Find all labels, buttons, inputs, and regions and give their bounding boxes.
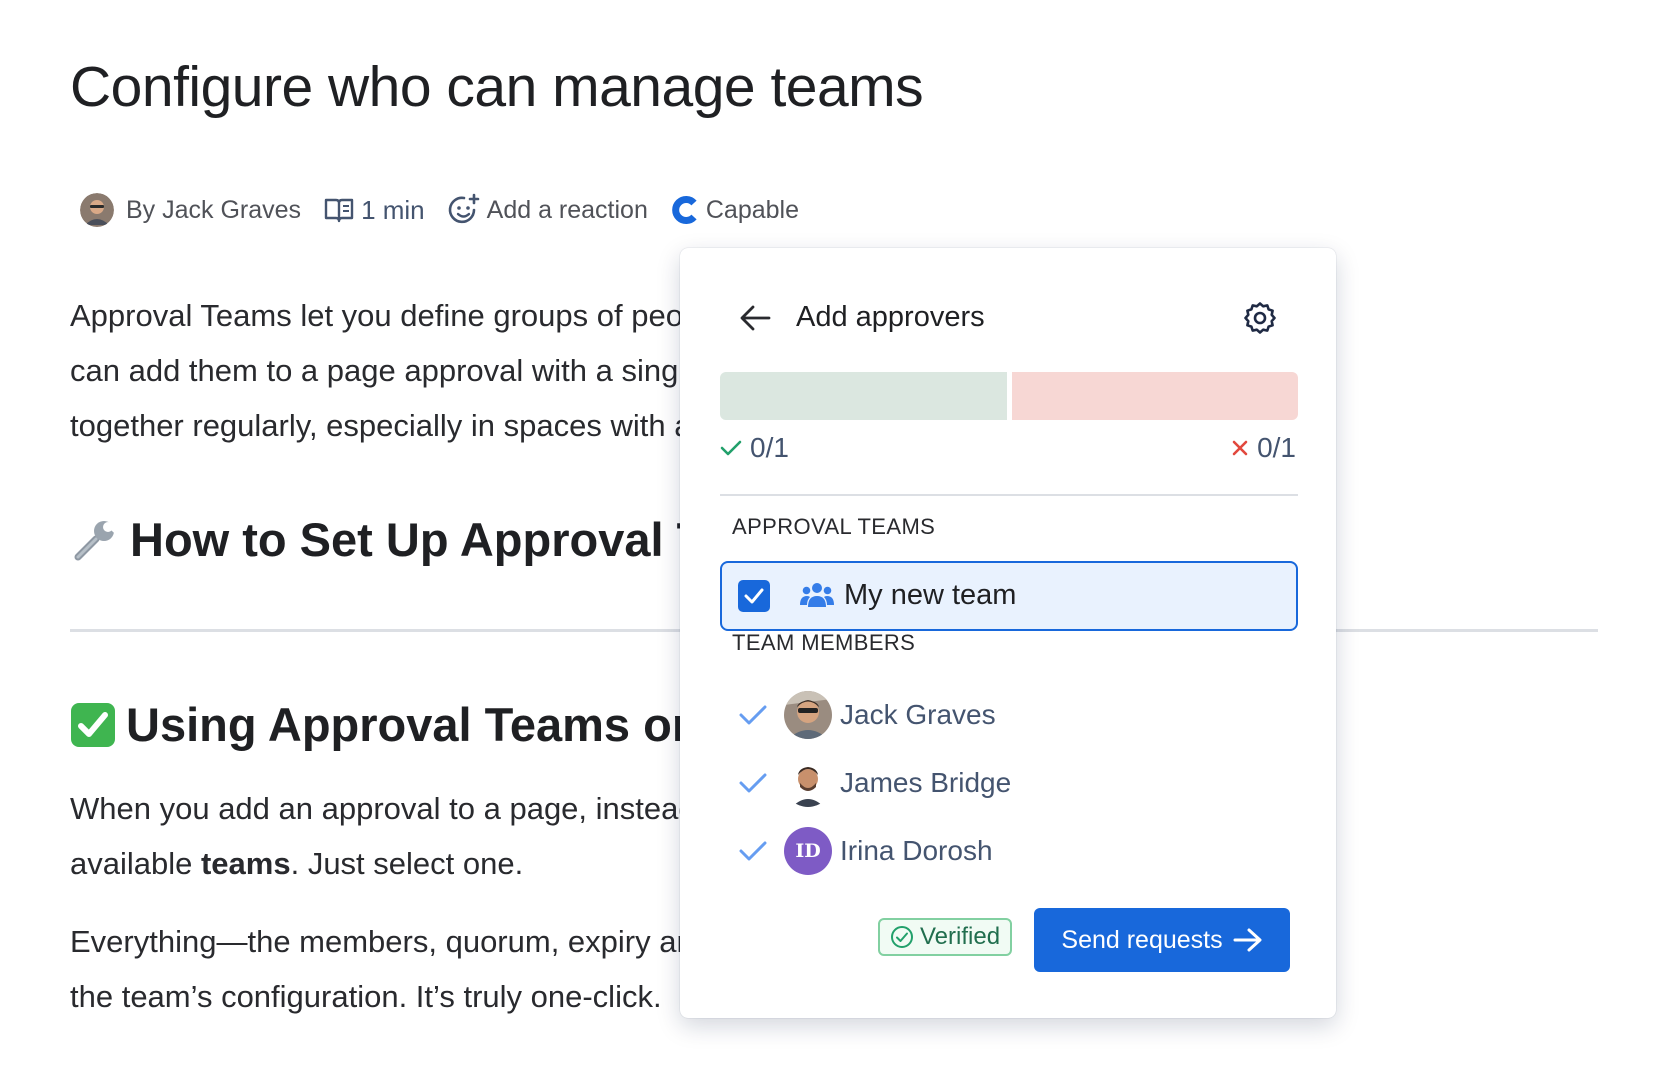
capable-logo-icon [672, 196, 697, 224]
author[interactable]: By Jack Graves [126, 196, 301, 225]
gear-icon [1244, 302, 1276, 334]
check-icon [738, 704, 772, 726]
member-name: James Bridge [840, 767, 1012, 798]
member-avatar [784, 759, 832, 807]
close-icon [1232, 440, 1248, 456]
team-members-label: TEAM MEMBERS [732, 630, 916, 655]
member-name: Jack Graves [840, 699, 996, 730]
byline: By Jack Graves 1 min Add a reaction Capa… [80, 188, 821, 232]
teams-bold: teams [200, 846, 291, 881]
rejected-count: 0/1 [1231, 432, 1296, 464]
page-title: Configure who can manage teams [70, 55, 924, 119]
team-member: ID Irina Dorosh [738, 825, 1278, 877]
popup-divider [720, 494, 1298, 496]
rejected-count-text: 0/1 [1257, 432, 1296, 463]
verified-label: Verified [920, 923, 1001, 950]
approval-progress-bar [720, 372, 1298, 420]
approval-teams-label: APPROVAL TEAMS [732, 514, 936, 539]
team-member: James Bridge [738, 757, 1278, 809]
book-icon [324, 198, 354, 223]
team-member: Jack Graves [738, 689, 1278, 741]
check-icon [738, 772, 772, 794]
reject-progress-segment [1011, 372, 1298, 420]
arrow-right-icon [1233, 928, 1262, 952]
author-name: By Jack Graves [126, 195, 302, 224]
using-line-2-before: available [70, 846, 201, 881]
approve-progress-segment [720, 372, 1007, 420]
checkmark-icon [744, 588, 764, 604]
using-line-2: available teams. Just select one. [70, 836, 1590, 891]
member-name: Irina Dorosh [840, 835, 993, 866]
read-time: 1 min [323, 195, 425, 226]
approved-count: 0/1 [720, 432, 789, 464]
check-icon [738, 840, 772, 862]
popup-header: Add approvers [680, 288, 1336, 348]
send-requests-label: Send requests [1061, 925, 1223, 954]
team-name: My new team [844, 579, 1017, 611]
everything-line-2: the team’s configuration. It’s truly one… [70, 979, 662, 1014]
app-name: Capable [705, 195, 799, 224]
approved-count-text: 0/1 [750, 432, 789, 463]
check-mark-button-icon [70, 702, 116, 748]
people-icon [800, 583, 834, 607]
wrench-icon [70, 515, 120, 565]
author-avatar[interactable] [80, 193, 114, 227]
team-option-my-new-team[interactable]: My new team [720, 561, 1298, 631]
popup-title: Add approvers [796, 301, 985, 333]
arrow-left-icon [740, 305, 771, 331]
verified-badge: Verified [878, 918, 1013, 956]
team-checkbox[interactable] [738, 580, 770, 612]
using-line-2-after: . Just select one. [290, 846, 524, 881]
add-reaction-icon [448, 193, 479, 224]
add-approvers-popup: Add approvers 0/1 0/1 APPROVAL TEAMS My … [680, 248, 1336, 1018]
check-circle-icon [891, 926, 913, 948]
settings-button[interactable] [1240, 298, 1280, 338]
capable-app[interactable]: Capable [670, 195, 799, 225]
read-time-label: 1 min [361, 194, 425, 225]
check-icon [720, 440, 742, 456]
add-reaction-label: Add a reaction [486, 195, 648, 224]
add-reaction-button[interactable]: Add a reaction [447, 193, 648, 227]
member-avatar [784, 691, 832, 739]
member-avatar-initials: ID [784, 827, 832, 875]
send-requests-button[interactable]: Send requests [1034, 908, 1290, 972]
back-button[interactable] [736, 300, 774, 336]
